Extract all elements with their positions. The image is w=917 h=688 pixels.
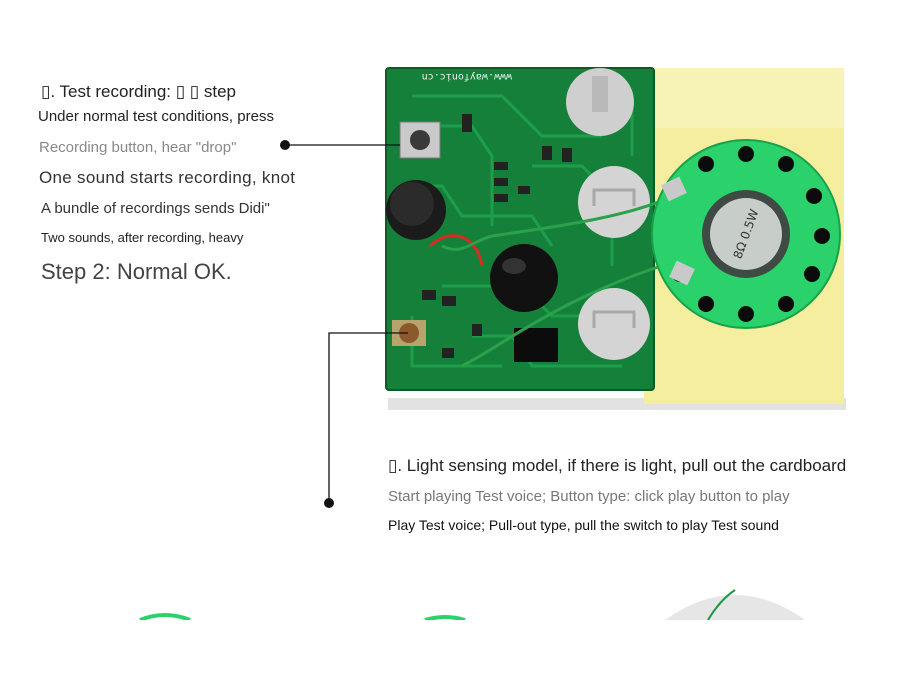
button-cell-middle [578, 166, 650, 238]
leader-dot-light [324, 498, 334, 508]
step1-line-4: One sound starts recording, knot [39, 168, 296, 187]
step2-heading: Step 2: Normal OK. [41, 259, 232, 284]
light-sensing-line-2: Start playing Test voice; Button type: c… [388, 488, 790, 505]
thumbnail-fragment-right [665, 595, 805, 620]
smd-ic [514, 328, 558, 362]
pcb-url-silkscreen: www.wayfonic.cn [422, 71, 512, 82]
bottom-thumbnails [139, 589, 805, 620]
thumbnail-fragment-left [139, 613, 191, 620]
light-sensor [399, 323, 419, 343]
button-cell-top [566, 68, 634, 136]
speaker: 8Ω 0.5W [651, 139, 841, 329]
cob-chip [490, 244, 558, 312]
leader-dot-record [280, 140, 290, 150]
sound-module-board-image: www.wayfonic.cn [385, 67, 846, 410]
button-cell-bottom [578, 288, 650, 360]
step1-line-2: Under normal test conditions, press [38, 108, 274, 125]
thumbnail-fragment-middle [424, 615, 466, 620]
step1-heading: ▯. Test recording: ▯ ▯ step [41, 82, 237, 101]
step1-line-5: A bundle of recordings sends Didi" [41, 200, 270, 217]
step1-line-6: Two sounds, after recording, heavy [41, 230, 244, 245]
light-sensing-heading: ▯. Light sensing model, if there is ligh… [388, 456, 847, 475]
step1-line-3: Recording button, hear "drop" [39, 139, 237, 156]
light-sensing-line-3: Play Test voice; Pull-out type, pull the… [388, 517, 779, 533]
